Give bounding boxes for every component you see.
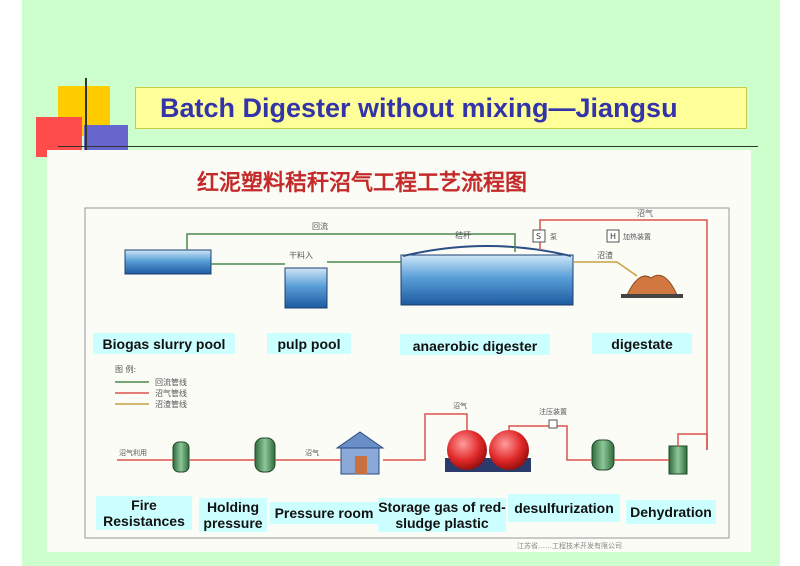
slide: Batch Digester without mixing—Jiangsu — [22, 0, 780, 566]
pressure-valve-box — [548, 419, 558, 429]
label-anaerobic-digester: anaerobic digester — [400, 334, 550, 355]
process-flow-svg: 红泥塑料秸秆沼气工程工艺流程图 回流 干料入 秸秆 S 泵 H 加热装置 — [84, 170, 730, 550]
label-return-flow: 回流 — [312, 221, 328, 231]
diagram-heading: 红泥塑料秸秆沼气工程工艺流程图 — [197, 170, 527, 196]
label-pump: 泵 — [550, 233, 557, 241]
label-dry-feed: 干料入 — [289, 250, 313, 260]
legend-item-3: 沼渣管线 — [155, 399, 187, 409]
label-pressure-device: 注压装置 — [539, 407, 567, 416]
fire-resistance-tank — [172, 441, 190, 473]
digestate-pile — [626, 274, 678, 296]
diagram-frame — [84, 207, 730, 539]
heat-box-letter: H — [610, 232, 616, 241]
pump-box-letter: S — [536, 232, 541, 241]
label-dehydration: Dehydration — [626, 500, 716, 524]
label-desulfurization: desulfurization — [508, 494, 620, 522]
pressure-room-roof — [335, 431, 385, 449]
legend-title: 图 例: — [115, 364, 136, 374]
label-gas-use: 沼气利用 — [119, 448, 147, 457]
label-fire-resistances: Fire Resistances — [96, 496, 192, 530]
label-biogas-slurry-pool: Biogas slurry pool — [93, 333, 235, 354]
label-storage-gas-text: Storage gas of red-sludge plastic — [378, 499, 506, 531]
desulfurization-tank — [591, 439, 615, 471]
holding-pressure-tank — [254, 437, 276, 473]
gas-pipe-to-storage — [508, 425, 592, 461]
label-fire-resistances-text: Fire Resistances — [103, 497, 185, 529]
residue-pipe — [573, 261, 638, 277]
digester-cover — [402, 245, 572, 257]
slide-title: Batch Digester without mixing—Jiangsu — [160, 93, 678, 123]
pressure-room-door — [355, 456, 367, 474]
title-box: Batch Digester without mixing—Jiangsu — [135, 87, 747, 129]
heat-box — [606, 229, 620, 243]
return-flow-pipe — [186, 233, 516, 252]
label-gas-small: 沼气 — [305, 448, 319, 457]
gas-pipe-to-dehydration — [677, 433, 708, 450]
gas-pipe-storage-top — [383, 413, 468, 461]
label-digestate: digestate — [592, 333, 692, 354]
label-holding-pressure-text: Holding pressure — [203, 499, 263, 531]
label-holding-pressure: Holding pressure — [199, 498, 267, 532]
pulp-pool-tank — [284, 267, 328, 309]
storage-sphere-right — [489, 430, 529, 470]
dehydration-tank — [668, 445, 688, 475]
label-pulp-pool: pulp pool — [267, 333, 351, 354]
deco-blue-square — [84, 125, 128, 153]
biogas-slurry-pool-tank — [124, 249, 212, 275]
legend-item-1: 回流管线 — [155, 377, 187, 387]
storage-sphere-left — [447, 430, 487, 470]
label-gas-top: 沼气 — [637, 208, 653, 218]
pump-box — [532, 229, 546, 243]
anaerobic-digester-tank — [400, 254, 574, 306]
label-pressure-room: Pressure room — [270, 502, 378, 524]
digestate-tray — [621, 294, 683, 298]
label-gas-store: 沼气 — [453, 401, 467, 410]
label-residue: 沼渣 — [597, 250, 613, 260]
label-storage-gas: Storage gas of red-sludge plastic — [378, 498, 506, 532]
legend-item-2: 沼气管线 — [155, 388, 187, 398]
diagram-footer: 江苏省……工程技术开发有限公司 — [517, 541, 622, 550]
label-heat-equip: 加热装置 — [623, 232, 651, 241]
deco-vertical-line — [85, 78, 87, 156]
label-straw: 秸秆 — [455, 230, 471, 240]
deco-horizontal-line — [58, 146, 758, 147]
